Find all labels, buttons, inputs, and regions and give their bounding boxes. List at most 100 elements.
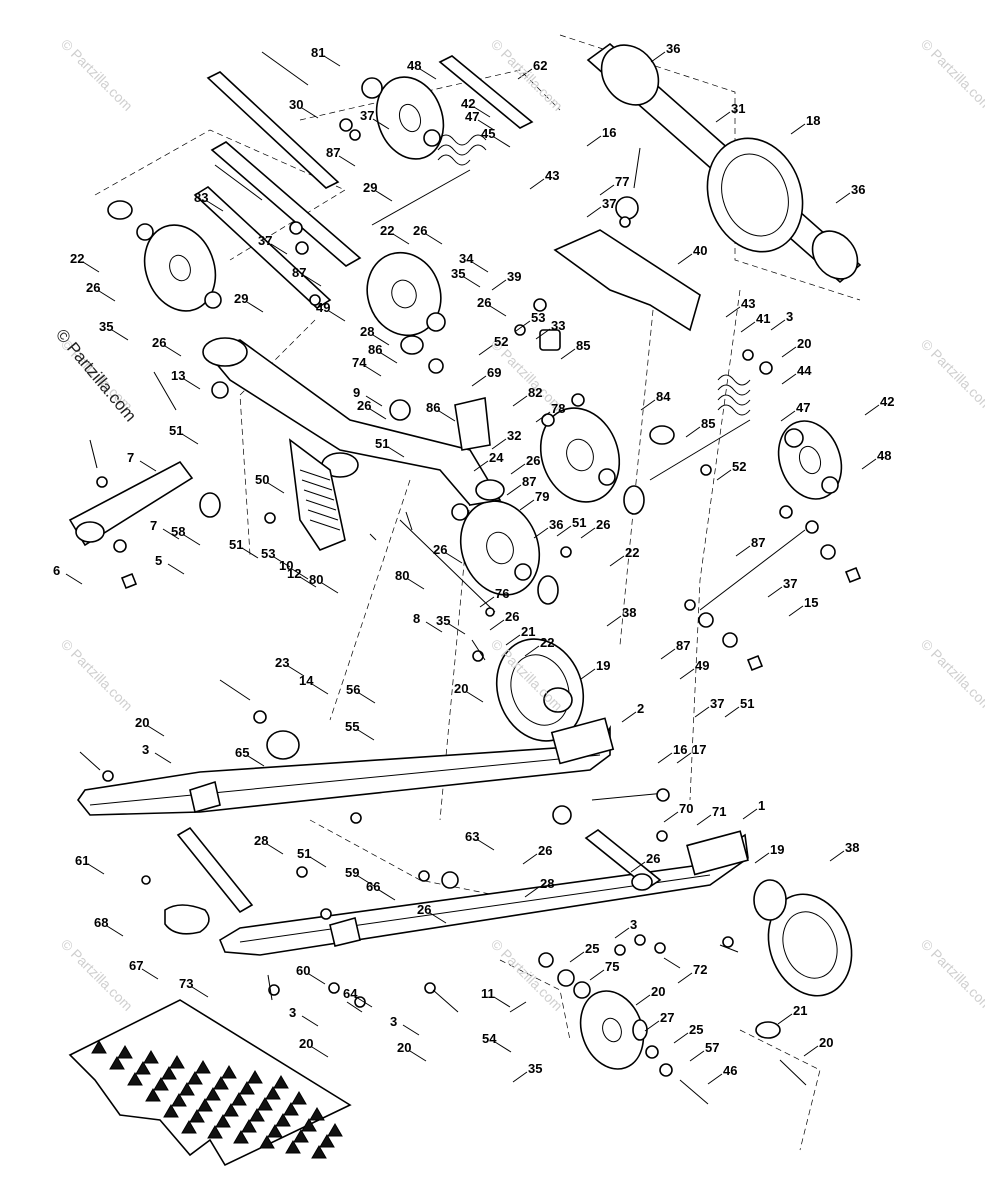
leader-line <box>419 68 437 80</box>
leader-line <box>429 912 447 924</box>
callout-70: 70 <box>679 801 693 816</box>
callout-20: 20 <box>454 681 468 696</box>
callout-56: 56 <box>346 682 360 697</box>
leader-line <box>287 665 305 677</box>
callout-57: 57 <box>705 1040 719 1055</box>
bolt-16 <box>591 792 666 801</box>
leader-line <box>512 395 528 407</box>
track-clip <box>213 1076 229 1090</box>
callout-5: 5 <box>155 553 162 568</box>
shaft-62 <box>438 55 534 129</box>
callout-65: 65 <box>235 745 249 760</box>
leader-line <box>162 528 180 540</box>
leader-line <box>524 886 540 898</box>
callout-36: 36 <box>666 41 680 56</box>
leader-line <box>471 375 487 387</box>
leader-line <box>311 683 329 695</box>
leader-line <box>735 545 751 557</box>
leader-line <box>835 192 851 204</box>
leader-line <box>357 875 375 887</box>
callout-36: 36 <box>549 517 563 532</box>
callout-26: 26 <box>86 280 100 295</box>
callout-26: 26 <box>357 398 371 413</box>
leader-line <box>803 1045 819 1057</box>
leader-line <box>716 469 732 481</box>
callout-23: 23 <box>275 655 289 670</box>
callout-40: 40 <box>693 243 707 258</box>
link-rod-right <box>699 529 806 611</box>
callout-3: 3 <box>786 309 793 324</box>
track-clip <box>215 1114 231 1128</box>
leader-line <box>355 996 373 1008</box>
leader-line <box>98 290 116 302</box>
track-clip <box>153 1077 169 1091</box>
callout-45: 45 <box>481 126 495 141</box>
callout-26: 26 <box>596 517 610 532</box>
track-clip <box>267 1124 283 1138</box>
spring-44 <box>717 374 751 416</box>
slide-rails <box>77 717 749 956</box>
callout-80: 80 <box>395 568 409 583</box>
callout-51: 51 <box>572 515 586 530</box>
track-clip <box>187 1071 203 1085</box>
shaft-29 <box>210 141 362 267</box>
leader-line <box>321 582 339 594</box>
callout-21: 21 <box>521 624 535 639</box>
callout-26: 26 <box>646 851 660 866</box>
track-clip <box>143 1050 159 1064</box>
callout-17: 17 <box>692 742 706 757</box>
callout-51: 51 <box>297 846 311 861</box>
leader-line <box>635 994 651 1006</box>
track-clip <box>239 1081 255 1095</box>
callout-19: 19 <box>596 658 610 673</box>
track-clip <box>233 1130 249 1144</box>
callout-22: 22 <box>540 635 554 650</box>
leader-line <box>524 645 540 657</box>
callout-26: 26 <box>417 902 431 917</box>
leader-line <box>164 345 182 357</box>
callout-3: 3 <box>390 1014 397 1029</box>
callout-49: 49 <box>316 300 330 315</box>
callout-71: 71 <box>712 804 726 819</box>
leader-line <box>477 119 495 131</box>
callout-35: 35 <box>99 319 113 334</box>
track-clip <box>283 1102 299 1116</box>
callout-66: 66 <box>366 879 380 894</box>
track-clip <box>171 1093 187 1107</box>
callout-30: 30 <box>289 97 303 112</box>
callout-15: 15 <box>804 595 818 610</box>
spacer-36-top <box>600 44 660 106</box>
callout-85: 85 <box>701 416 715 431</box>
callout-26: 26 <box>433 542 447 557</box>
callout-81: 81 <box>311 45 325 60</box>
leader-line <box>267 482 285 494</box>
callout-28: 28 <box>540 876 554 891</box>
callout-72: 72 <box>693 962 707 977</box>
callout-53: 53 <box>261 546 275 561</box>
leader-line <box>425 621 443 633</box>
leader-line <box>364 365 382 377</box>
track-clip <box>145 1088 161 1102</box>
callout-26: 26 <box>538 843 552 858</box>
track-clip <box>273 1075 289 1089</box>
leader-line <box>358 692 376 704</box>
callout-49: 49 <box>695 658 709 673</box>
callout-37: 37 <box>258 233 272 248</box>
leader-line <box>493 996 511 1008</box>
track-clip <box>311 1145 327 1159</box>
leader-line <box>754 852 770 864</box>
track-clip <box>163 1104 179 1118</box>
watermark: © Partzilla.com <box>58 36 136 114</box>
callout-67: 67 <box>129 958 143 973</box>
bolts <box>79 51 807 1105</box>
callout-12: 12 <box>287 566 301 581</box>
callout-20: 20 <box>135 715 149 730</box>
track-clip <box>327 1123 343 1137</box>
callout-51: 51 <box>229 537 243 552</box>
leader-line <box>780 410 796 422</box>
leader-line <box>299 576 317 588</box>
callout-87: 87 <box>522 474 536 489</box>
callout-54: 54 <box>482 1031 497 1046</box>
leader-line <box>301 1015 319 1027</box>
leader-line <box>183 534 201 546</box>
